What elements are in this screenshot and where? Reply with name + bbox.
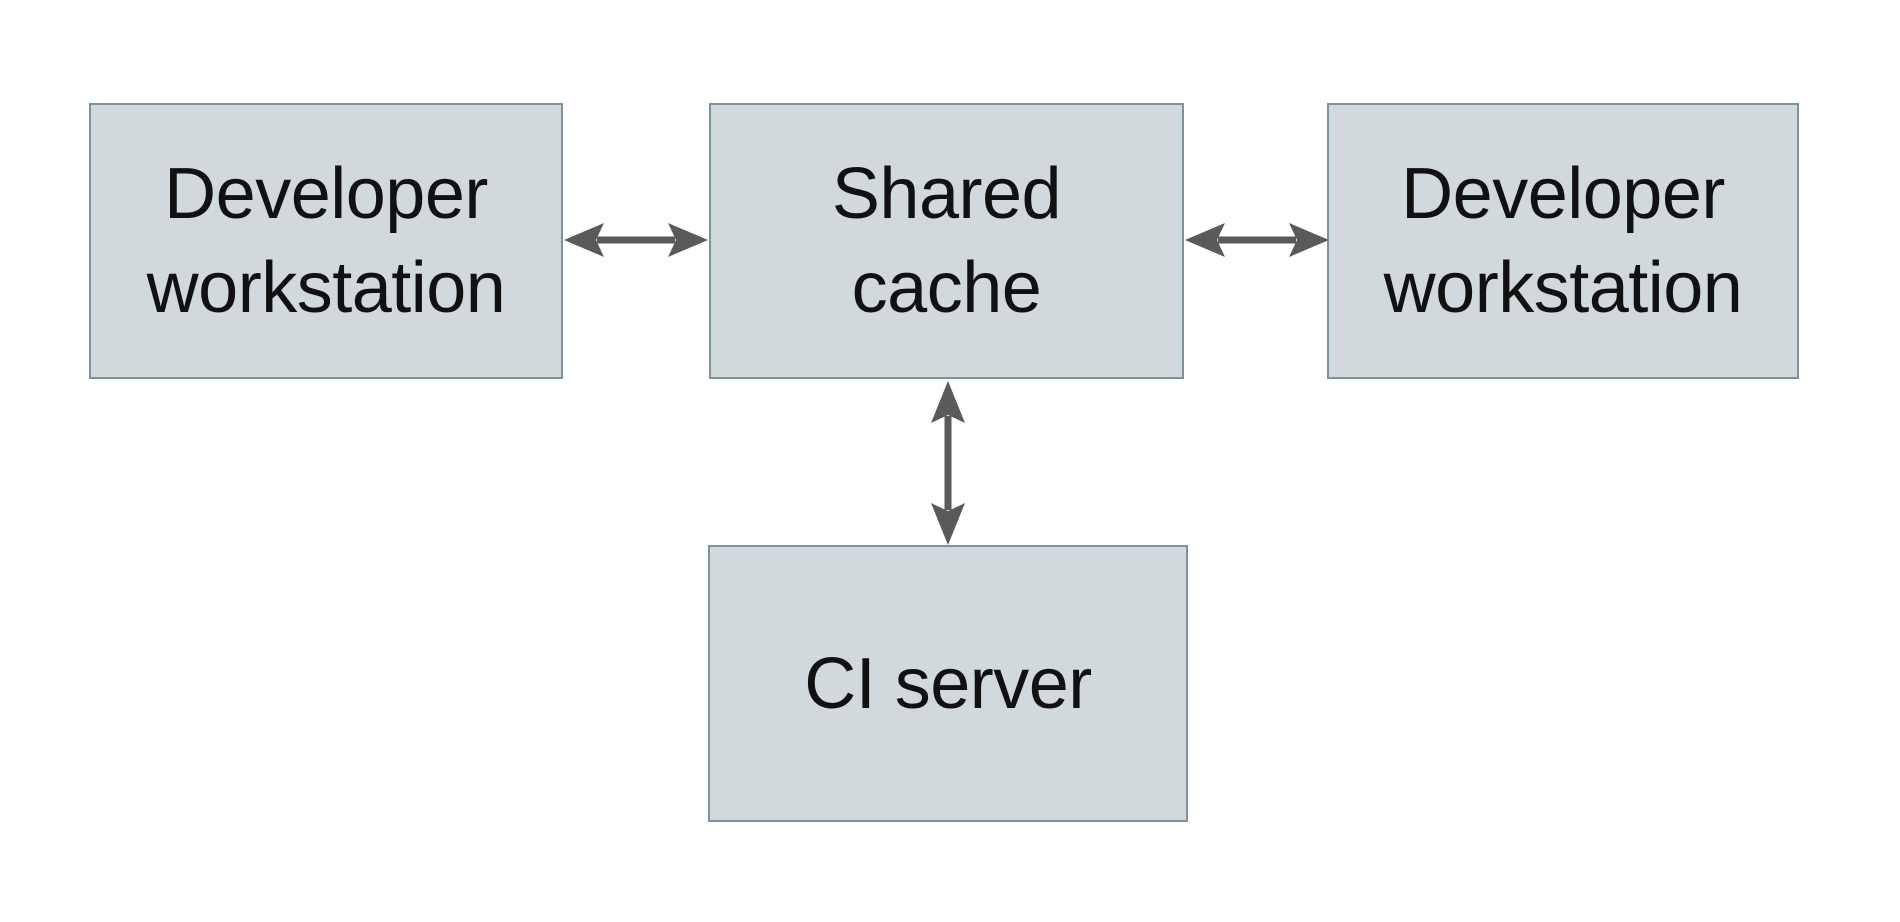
node-ci-server: CI server <box>708 545 1188 822</box>
double-arrow-horizontal-left-icon <box>564 223 708 257</box>
double-arrow-vertical-icon <box>931 381 965 545</box>
node-label-line: workstation <box>1383 248 1743 328</box>
node-label-line: cache <box>851 248 1042 328</box>
node-label-line: CI server <box>804 643 1092 724</box>
node-developer-workstation-right: Developer workstation <box>1327 103 1799 379</box>
node-label-line: Shared <box>831 154 1062 234</box>
node-label-line: Developer <box>1401 154 1725 234</box>
node-shared-cache: Shared cache <box>709 103 1184 379</box>
node-developer-workstation-left: Developer workstation <box>89 103 563 379</box>
node-label-line: workstation <box>146 248 506 328</box>
double-arrow-horizontal-right-icon <box>1185 223 1329 257</box>
node-label-line: Developer <box>164 154 488 234</box>
